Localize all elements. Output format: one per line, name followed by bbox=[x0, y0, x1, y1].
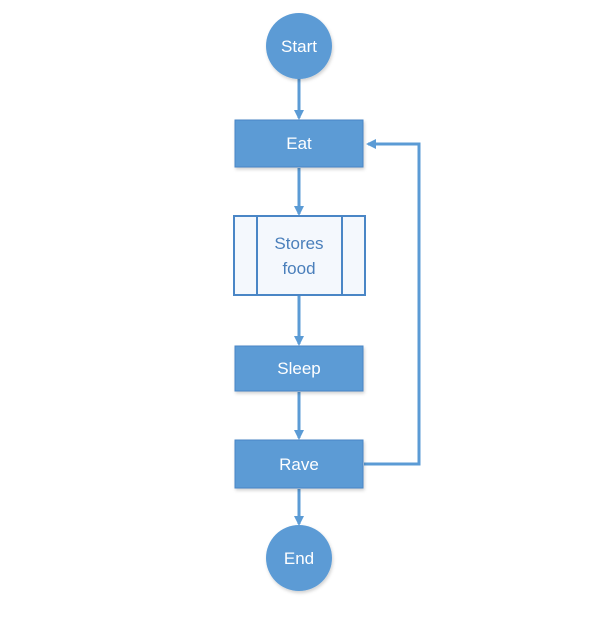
sleep-label: Sleep bbox=[277, 359, 320, 378]
rave-label: Rave bbox=[279, 455, 319, 474]
sleep-node: Sleep bbox=[234, 345, 364, 392]
rave-node: Rave bbox=[234, 439, 364, 489]
end-node: End bbox=[266, 525, 332, 591]
stores-food-label-line1: Stores bbox=[274, 234, 323, 253]
stores-food-node: Stores food bbox=[233, 215, 366, 296]
end-label: End bbox=[284, 549, 314, 568]
stores-food-label-line2: food bbox=[282, 259, 315, 278]
eat-label: Eat bbox=[286, 134, 312, 153]
start-label: Start bbox=[281, 37, 317, 56]
start-node: Start bbox=[266, 13, 332, 79]
arrow-rave-loop-to-eat bbox=[364, 139, 421, 466]
eat-node: Eat bbox=[234, 119, 364, 168]
